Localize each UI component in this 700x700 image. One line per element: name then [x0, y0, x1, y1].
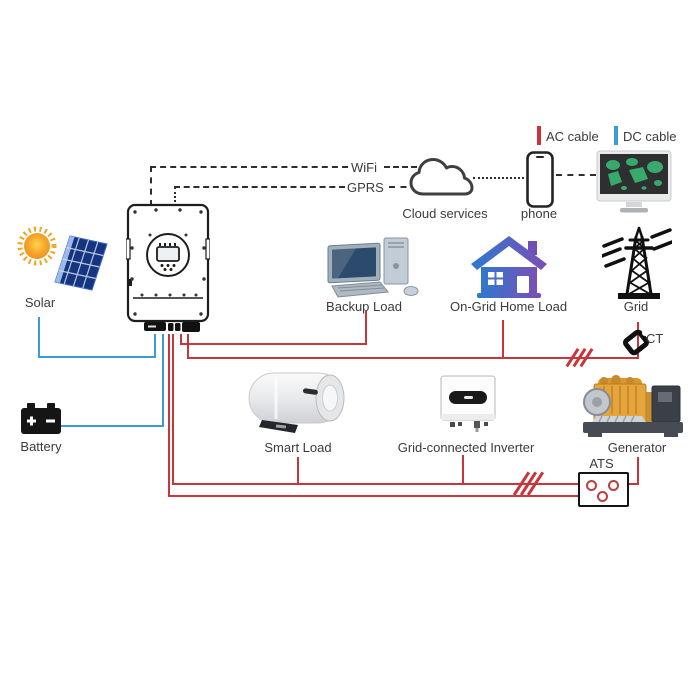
gprs-dashed-line-right [389, 186, 418, 188]
legend-ac-swatch [537, 126, 541, 145]
legend-ac-label: AC cable [546, 129, 599, 144]
ct-clamp-icon [618, 326, 654, 360]
grid-tower-icon [602, 224, 672, 300]
ac-cable-generator-riser [636, 457, 639, 485]
ats-terminal-left [586, 480, 597, 491]
water-heater-icon [246, 370, 352, 436]
inverter-wifi-drop-line [150, 166, 152, 206]
grid-connected-inverter-icon [436, 374, 500, 432]
dc-cable-solar-to-inverter [153, 334, 156, 358]
ac-cable-inverter-ats-drop-2 [167, 334, 170, 497]
ct-label: CT [646, 331, 664, 346]
ac-cable-grid-ct-riser [636, 322, 639, 359]
phone-to-monitor-dashed-line [556, 174, 596, 176]
ats-box [578, 472, 629, 507]
dc-cable-battery-to-inverter [161, 334, 164, 427]
ac-cable-backup-load-riser [364, 311, 367, 345]
desktop-computer-icon [326, 236, 420, 298]
inverter-gprs-drop-line [174, 187, 176, 206]
ats-terminal-bottom [597, 491, 608, 502]
ac-cable-inverter-ats-drop-1 [172, 334, 175, 485]
backup-load-label: Backup Load [326, 299, 402, 314]
generator-icon [580, 372, 686, 438]
phase-slash-marks-ats-line [512, 470, 544, 498]
dc-cable-battery-run [58, 424, 164, 427]
battery-label: Battery [20, 439, 62, 454]
solar-panel-icon [10, 224, 112, 298]
ongrid-home-load-label: On-Grid Home Load [450, 299, 568, 314]
ats-label: ATS [589, 456, 614, 471]
ac-cable-gci-riser [461, 455, 464, 485]
house-icon [470, 234, 548, 298]
generator-label: Generator [607, 440, 667, 455]
wifi-dashed-line-right [384, 166, 426, 168]
phone-label: phone [520, 206, 558, 221]
monitor-icon [596, 150, 674, 216]
grid-connected-inverter-label: Grid-connected Inverter [397, 440, 535, 455]
gprs-dashed-line-left [174, 186, 345, 188]
solar-label: Solar [24, 295, 56, 310]
ac-cable-inverter-grid-drop [187, 334, 190, 359]
cloud-icon [406, 154, 474, 201]
ac-cable-ats-run-2 [167, 494, 600, 497]
ac-cable-ats-run-1 [172, 482, 582, 485]
dc-cable-solar-run [38, 356, 156, 359]
ac-cable-smart-load-riser [296, 457, 299, 485]
battery-icon [20, 402, 62, 436]
ac-cable-grid-run [187, 357, 639, 360]
ac-cable-inverter-backup-drop [180, 334, 183, 345]
grid-label: Grid [623, 299, 649, 314]
dc-cable-solar-drop [38, 317, 41, 358]
legend-dc-swatch [614, 126, 618, 145]
ats-terminal-right [608, 480, 619, 491]
legend-dc-label: DC cable [623, 129, 677, 144]
wifi-label: WiFi [351, 160, 377, 175]
cloud-to-phone-dashed-line [473, 177, 524, 179]
gprs-label: GPRS [347, 180, 384, 195]
ac-cable-inverter-backup-run [180, 342, 367, 345]
inverter-icon [126, 203, 210, 337]
cloud-label: Cloud services [402, 206, 488, 221]
phone-icon [526, 151, 554, 208]
phase-slash-marks-grid-line [565, 347, 594, 369]
wifi-dashed-line-left [150, 166, 348, 168]
ac-cable-ongrid-home-riser [501, 320, 504, 359]
smart-load-label: Smart Load [264, 440, 332, 455]
